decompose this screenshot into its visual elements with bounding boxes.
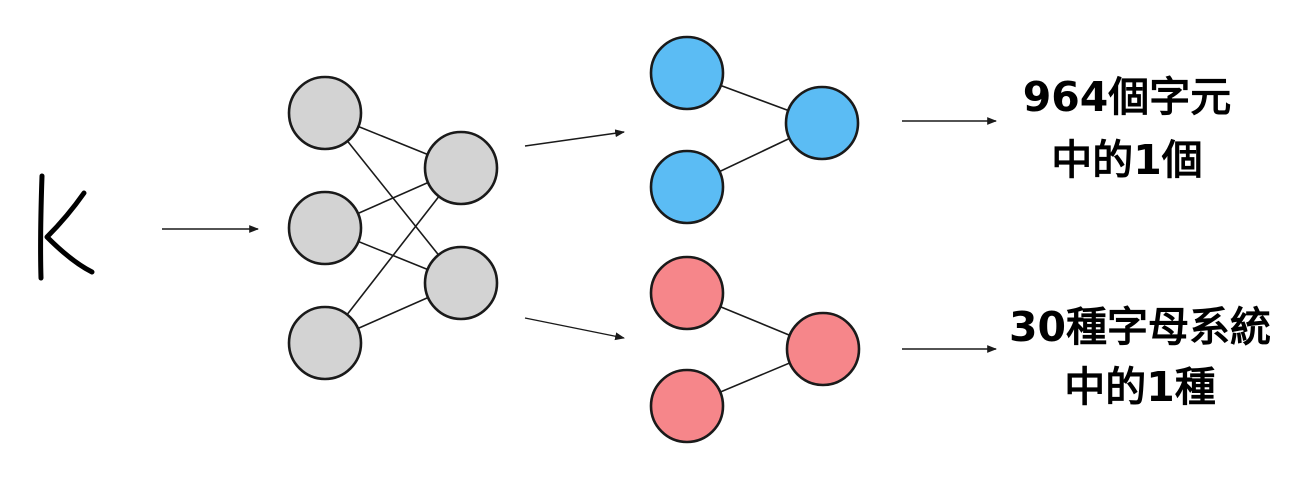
network-to-character-head-arrow <box>524 129 625 147</box>
network-to-alphabet-head-arrow <box>524 317 625 341</box>
character-output-label: 964個字元 中的1個 <box>1023 73 1232 184</box>
shared-network-nodes <box>287 75 499 381</box>
character-output-line-1: 964個字元 <box>1023 73 1232 121</box>
shared-input-node-2 <box>287 190 363 266</box>
input-handwritten-character <box>38 173 95 281</box>
shared-input-node-1 <box>287 75 363 151</box>
shared-hidden-node-2 <box>423 245 499 321</box>
alphabet-head-node-1 <box>649 255 725 331</box>
alphabet-output-label: 30種字母系統 中的1種 <box>1009 303 1271 411</box>
character-head-output-node <box>784 85 860 161</box>
alphabet-head-node-2 <box>649 368 725 444</box>
shared-input-node-3 <box>287 305 363 381</box>
alphabet-output-line-2: 中的1種 <box>1064 363 1216 411</box>
character-head <box>649 35 860 225</box>
alphabet-output-line-1: 30種字母系統 <box>1009 303 1271 351</box>
alphabet-head-output-node <box>785 311 861 387</box>
shared-hidden-node-1 <box>423 130 499 206</box>
alphabet-head <box>649 255 861 444</box>
character-output-line-2: 中的1個 <box>1051 136 1203 184</box>
character-head-node-1 <box>649 35 725 111</box>
character-head-node-2 <box>649 149 725 225</box>
